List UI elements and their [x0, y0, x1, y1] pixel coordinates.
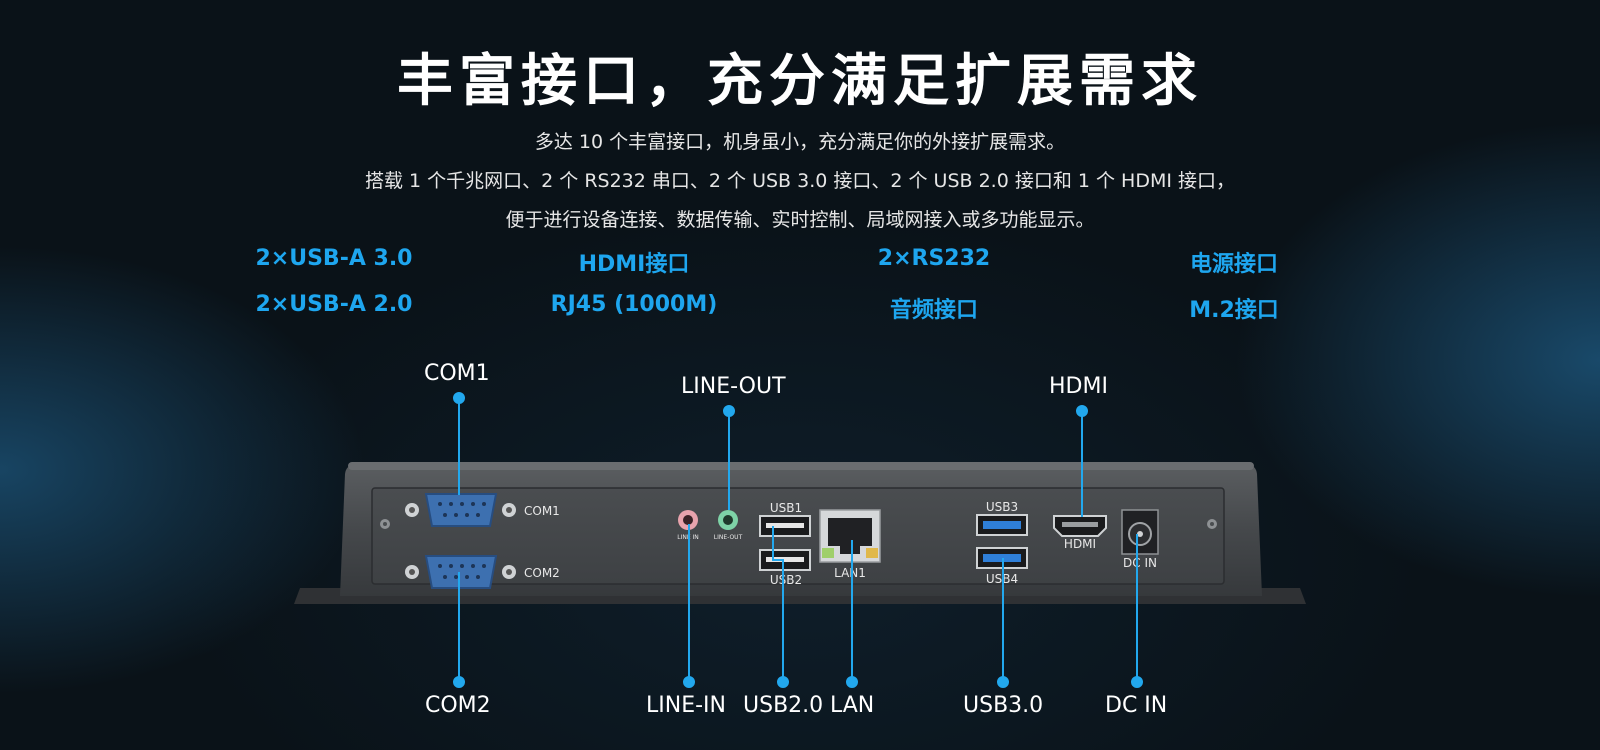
feature-hdmi: HDMI接口: [578, 252, 690, 277]
feature-rs232: 2×RS232: [877, 246, 991, 271]
panel-screw-left: [380, 519, 390, 529]
feature-rj45: RJ45 (1000M): [550, 292, 718, 317]
panel-label-lan1: LAN1: [834, 566, 866, 580]
dc-in-port: [1121, 509, 1159, 555]
line-out-jack: [718, 510, 738, 530]
com2-port: [405, 555, 516, 589]
leader-dot-com1: [453, 392, 465, 404]
page-title: 丰富接口，充分满足扩展需求: [397, 49, 1203, 114]
callout-com2: COM2: [425, 693, 491, 718]
panel-label-dc-in: DC IN: [1123, 556, 1157, 570]
panel-label-usb1: USB1: [770, 501, 802, 515]
callout-lan: LAN: [830, 693, 875, 718]
com1-port: [405, 493, 516, 527]
panel-screw-right: [1207, 519, 1217, 529]
callout-usb20: USB2.0: [743, 693, 824, 718]
description-line-2: 搭载 1 个千兆网口、2 个 RS232 串口、2 个 USB 3.0 接口、2…: [365, 170, 1235, 192]
panel-label-usb3: USB3: [986, 500, 1018, 514]
feature-power: 电源接口: [1189, 252, 1278, 277]
lan-port: [819, 509, 881, 563]
usb1-port: [759, 515, 811, 537]
panel-label-line-out: LINE-OUT: [714, 534, 743, 541]
panel-label-com1: COM1: [524, 504, 560, 518]
callout-dc-in: DC IN: [1105, 693, 1168, 718]
callout-line-in: LINE-IN: [646, 693, 726, 718]
panel-label-usb2: USB2: [770, 573, 802, 587]
callout-usb30: USB3.0: [963, 693, 1044, 718]
callout-hdmi: HDMI: [1049, 374, 1108, 399]
chassis-top-edge: [348, 462, 1254, 470]
panel-label-hdmi: HDMI: [1064, 537, 1096, 551]
feature-usb-a-3: 2×USB-A 3.0: [255, 246, 413, 271]
leader-dot-hdmi: [1076, 405, 1088, 417]
leader-dot-usb20: [777, 676, 789, 688]
leader-dot-dc-in: [1131, 676, 1143, 688]
callout-com1: COM1: [424, 361, 490, 386]
line-in-jack: [678, 510, 698, 530]
callout-line-out: LINE-OUT: [681, 374, 786, 399]
usb2-port: [759, 549, 811, 571]
panel-label-com2: COM2: [524, 566, 560, 580]
description-line-1: 多达 10 个丰富接口，机身虽小，充分满足你的外接扩展需求。: [534, 131, 1066, 153]
feature-audio: 音频接口: [889, 298, 978, 323]
hdmi-port: [1053, 515, 1107, 537]
description-line-3: 便于进行设备连接、数据传输、实时控制、局域网接入或多功能显示。: [505, 209, 1095, 231]
leader-dot-com2: [453, 676, 465, 688]
feature-usb-a-2: 2×USB-A 2.0: [255, 292, 413, 317]
leader-dot-line-in: [683, 676, 695, 688]
leader-line-usb20: [772, 526, 784, 682]
leader-dot-line-out: [723, 405, 735, 417]
leader-dot-lan: [846, 676, 858, 688]
feature-m2: M.2接口: [1189, 298, 1279, 323]
leader-dot-usb30: [997, 676, 1009, 688]
usb3-port: [976, 514, 1028, 536]
